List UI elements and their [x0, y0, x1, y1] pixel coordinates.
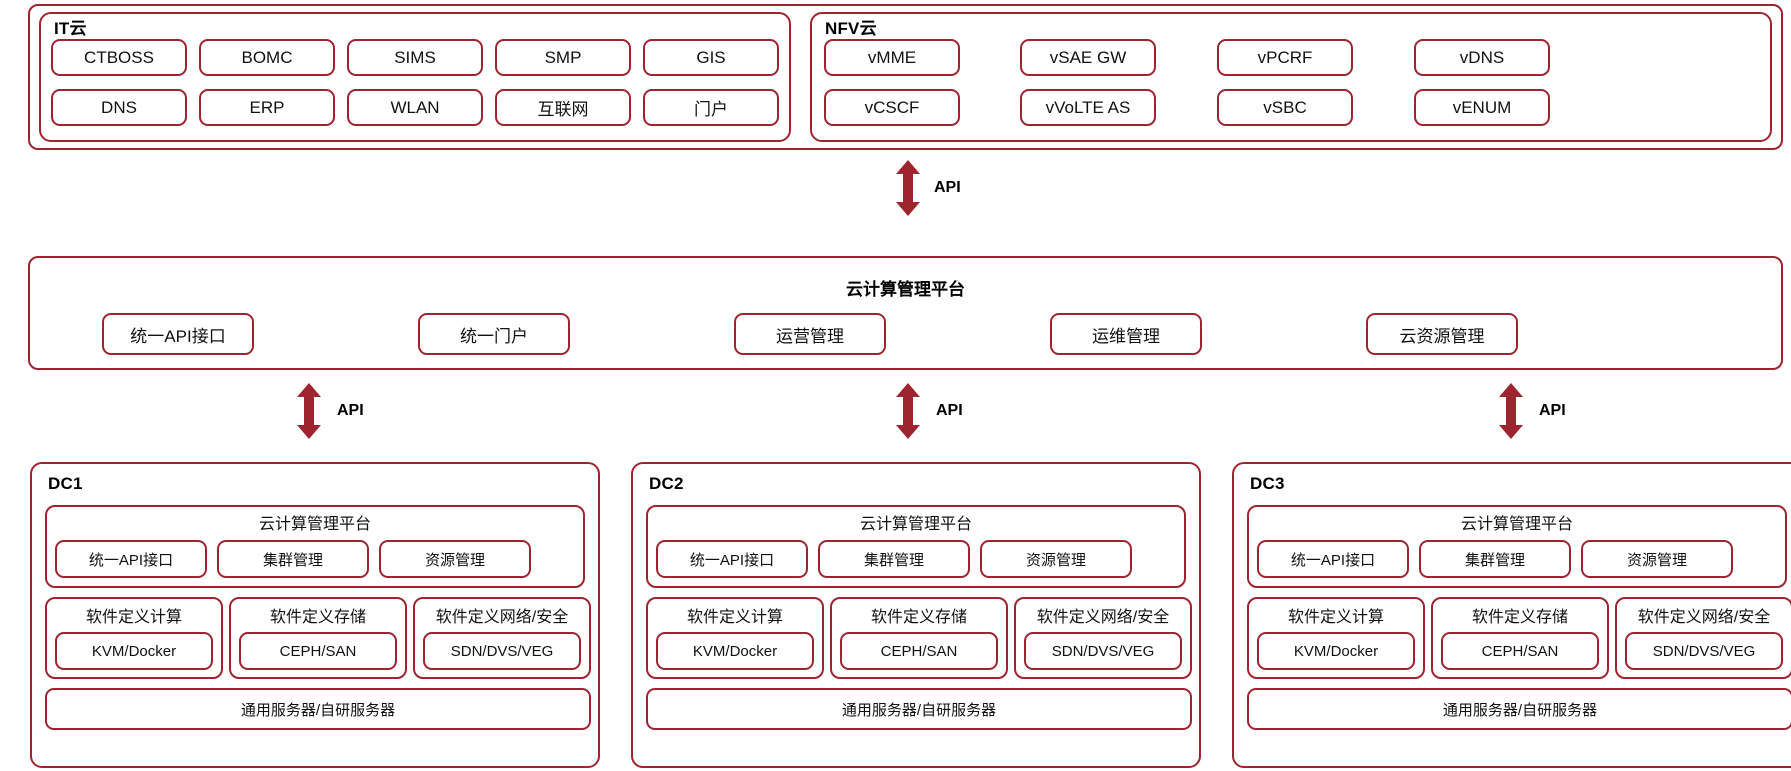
api-arrow-dc3-label: API — [1539, 402, 1566, 419]
dc3-platform-item-resource-mgmt[interactable]: 资源管理 — [1581, 540, 1733, 578]
nfv-cloud-vnf-vdns[interactable]: vDNS — [1414, 39, 1550, 76]
api-arrow-dc2-label: API — [936, 402, 963, 419]
it-cloud-app-sims[interactable]: SIMS — [347, 39, 483, 76]
dc1-platform-title: 云计算管理平台 — [258, 516, 371, 533]
dc1-platform-item-resource-mgmt[interactable]: 资源管理 — [379, 540, 531, 578]
dc2-sd-compute-label: 软件定义计算 — [686, 609, 783, 626]
api-arrow-dc1 — [297, 383, 321, 439]
api-arrow-dc3 — [1499, 383, 1523, 439]
dc2-platform-title: 云计算管理平台 — [859, 516, 972, 533]
dc2-server-layer[interactable]: 通用服务器/自研服务器 — [646, 688, 1192, 730]
dc1-platform-item-unified-api[interactable]: 统一API接口 — [55, 540, 207, 578]
dc1-sd-compute-value[interactable]: KVM/Docker — [55, 632, 213, 670]
it-cloud-app-portal[interactable]: 门户 — [643, 89, 779, 126]
platform-item-cloud-resource-mgmt[interactable]: 云资源管理 — [1366, 313, 1518, 355]
it-cloud-title: IT云 — [54, 19, 87, 38]
nfv-cloud-vnf-vvolteas[interactable]: vVoLTE AS — [1020, 89, 1156, 126]
dc3-platform-item-cluster-mgmt[interactable]: 集群管理 — [1419, 540, 1571, 578]
dc3-platform-title: 云计算管理平台 — [1460, 516, 1573, 533]
nfv-cloud-vnf-vcscf[interactable]: vCSCF — [824, 89, 960, 126]
dc2-platform-item-cluster-mgmt[interactable]: 集群管理 — [818, 540, 970, 578]
dc3-platform-item-unified-api[interactable]: 统一API接口 — [1257, 540, 1409, 578]
dc3-sd-compute-value[interactable]: KVM/Docker — [1257, 632, 1415, 670]
platform-item-unified-portal[interactable]: 统一门户 — [418, 313, 570, 355]
nfv-cloud-title: NFV云 — [825, 19, 877, 38]
nfv-cloud-vnf-venum[interactable]: vENUM — [1414, 89, 1550, 126]
cloud-platform-title: 云计算管理平台 — [846, 280, 965, 299]
dc2-platform-item-resource-mgmt[interactable]: 资源管理 — [980, 540, 1132, 578]
dc1-sd-compute-label: 软件定义计算 — [85, 609, 182, 626]
dc1-sd-network-label: 软件定义网络/安全 — [435, 609, 569, 626]
nfv-cloud-group — [810, 12, 1772, 142]
cloud-platform-band — [28, 256, 1783, 370]
it-cloud-app-erp[interactable]: ERP — [199, 89, 335, 126]
dc1-platform-item-cluster-mgmt[interactable]: 集群管理 — [217, 540, 369, 578]
dc1-sd-network-value[interactable]: SDN/DVS/VEG — [423, 632, 581, 670]
api-arrow-top-label: API — [934, 179, 961, 196]
it-cloud-app-gis[interactable]: GIS — [643, 39, 779, 76]
dc3-sd-network-value[interactable]: SDN/DVS/VEG — [1625, 632, 1783, 670]
dc2-sd-storage-label: 软件定义存储 — [870, 609, 967, 626]
dc3-server-layer[interactable]: 通用服务器/自研服务器 — [1247, 688, 1791, 730]
platform-item-operation-mgmt[interactable]: 运营管理 — [734, 313, 886, 355]
dc2-sd-network-label: 软件定义网络/安全 — [1036, 609, 1170, 626]
it-cloud-app-dns[interactable]: DNS — [51, 89, 187, 126]
dc1-sd-storage-label: 软件定义存储 — [269, 609, 366, 626]
dc3-sd-storage-label: 软件定义存储 — [1471, 609, 1568, 626]
dc1-server-layer[interactable]: 通用服务器/自研服务器 — [45, 688, 591, 730]
it-cloud-app-ctboss[interactable]: CTBOSS — [51, 39, 187, 76]
datacenter-dc1-title: DC1 — [48, 474, 83, 493]
nfv-cloud-vnf-vmme[interactable]: vMME — [824, 39, 960, 76]
datacenter-dc2-title: DC2 — [649, 474, 684, 493]
dc2-platform-item-unified-api[interactable]: 统一API接口 — [656, 540, 808, 578]
nfv-cloud-vnf-vsbc[interactable]: vSBC — [1217, 89, 1353, 126]
dc3-sd-compute-label: 软件定义计算 — [1287, 609, 1384, 626]
it-cloud-app-wlan[interactable]: WLAN — [347, 89, 483, 126]
api-arrow-dc2 — [896, 383, 920, 439]
it-cloud-app-smp[interactable]: SMP — [495, 39, 631, 76]
api-arrow-dc1-label: API — [337, 402, 364, 419]
datacenter-dc3-title: DC3 — [1250, 474, 1285, 493]
dc3-sd-storage-value[interactable]: CEPH/SAN — [1441, 632, 1599, 670]
dc1-sd-storage-value[interactable]: CEPH/SAN — [239, 632, 397, 670]
it-cloud-app-internet[interactable]: 互联网 — [495, 89, 631, 126]
nfv-cloud-vnf-vsaegw[interactable]: vSAE GW — [1020, 39, 1156, 76]
dc2-sd-network-value[interactable]: SDN/DVS/VEG — [1024, 632, 1182, 670]
dc2-sd-compute-value[interactable]: KVM/Docker — [656, 632, 814, 670]
api-arrow-top — [896, 160, 920, 216]
platform-item-unified-api[interactable]: 统一API接口 — [102, 313, 254, 355]
it-cloud-app-bomc[interactable]: BOMC — [199, 39, 335, 76]
dc2-sd-storage-value[interactable]: CEPH/SAN — [840, 632, 998, 670]
dc3-sd-network-label: 软件定义网络/安全 — [1637, 609, 1771, 626]
platform-item-maintenance-mgmt[interactable]: 运维管理 — [1050, 313, 1202, 355]
nfv-cloud-vnf-vpcrf[interactable]: vPCRF — [1217, 39, 1353, 76]
